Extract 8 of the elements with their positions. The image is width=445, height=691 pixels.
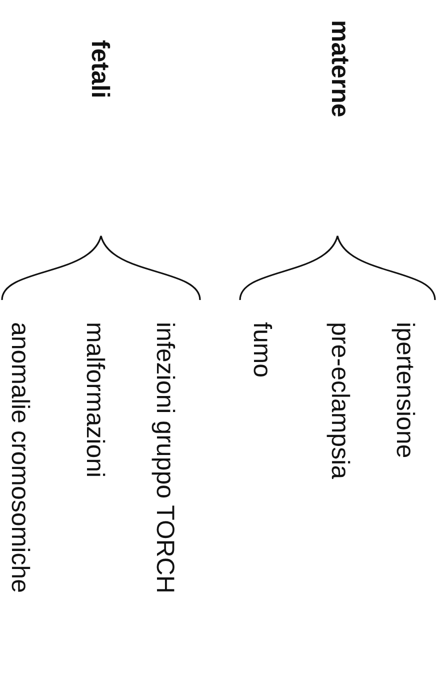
list-item: malformazioni <box>80 322 110 478</box>
list-item: ipertensione <box>390 322 420 458</box>
group-heading: fetali <box>85 40 115 98</box>
list-item: pre-eclampsia <box>325 322 355 480</box>
list-item: anomalie cromosomiche <box>5 322 35 593</box>
list-item: infezioni gruppo TORCH <box>150 322 180 594</box>
list-item: fumo <box>247 322 277 378</box>
group-heading: materne <box>325 20 355 118</box>
